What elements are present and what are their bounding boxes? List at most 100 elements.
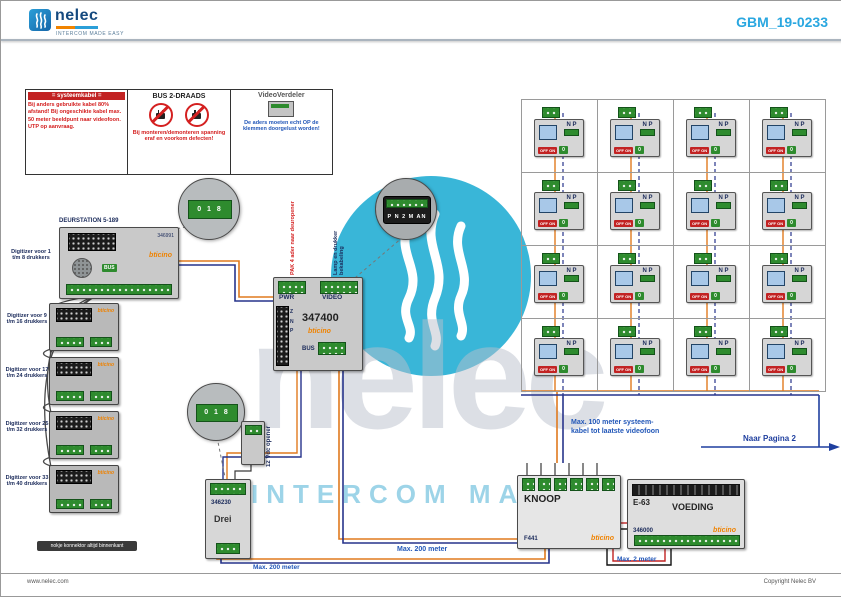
terminal-block [90,445,112,455]
callout-a-pins: 0 1 8 [188,200,232,219]
cell-terminal-block [770,253,788,264]
cell-terminal-block [542,180,560,191]
terminal-block [210,483,246,495]
callout-c-pins: 0 1 8 [196,404,238,422]
address-badge: 0 [635,219,644,227]
address-badge: 0 [559,146,568,154]
bus-chip: BUS [102,264,117,272]
videophone-unit: N P OFF ON 0 [610,338,660,376]
videophone-unit: N P OFF ON 0 [686,192,736,230]
np-label: N P [716,341,731,355]
footer-copyright: Copyright Nelec BV [763,579,816,585]
terminal-block [56,391,84,401]
cell-terminal-block [542,253,560,264]
np-label: N P [640,268,655,282]
video-screen [539,344,557,359]
warning-kabel-title: = systeemkabel = [28,92,126,100]
onoff-label: OFF ON [766,219,786,227]
note-max200-a: Max. 200 meter [397,546,448,553]
terminal-block [245,425,262,435]
pwr-terminals [278,281,306,294]
callout-b-pins: P N 2 M AN [387,214,427,220]
video-screen [691,125,709,140]
digitizer-module-2: bticino [49,357,119,405]
address-badge: 0 [787,219,796,227]
onoff-label: OFF ON [614,219,634,227]
np-label: N P [792,268,807,282]
bticino-logo: bticino [97,362,114,368]
connector-strip [56,362,92,376]
digitizer-module-4: bticino [49,465,119,513]
apartment-cell: N P OFF ON 0 [750,246,826,319]
cell-terminal-block [694,326,712,337]
opener-label: 12 Vdc opener [266,425,272,467]
onoff-label: OFF ON [766,292,786,300]
apartment-cell: N P OFF ON 0 [750,173,826,246]
vent-strip [632,484,740,496]
apartment-cell: N P OFF ON 0 [750,319,826,392]
apartment-cell: N P OFF ON 0 [674,100,750,173]
videoverdeler-icon [268,101,295,117]
logo-bars [56,26,98,29]
apartment-cell: N P OFF ON 0 [674,246,750,319]
video-screen [539,271,557,286]
address-badge: 0 [559,365,568,373]
digitizer-label-1: Digitizer voor 1 t/m 8 drukkers [11,249,51,262]
onoff-label: OFF ON [614,365,634,373]
voeding-title: VOEDING [672,502,714,512]
digitizer-label-3: Digitizer voor 17 t/m 24 drukkers [5,367,49,380]
note-max100-line1: Max. 100 meter systeem- [571,419,654,426]
apartment-cell: N P OFF ON 0 [522,246,598,319]
cell-terminal-block [618,253,636,264]
callout-terminal-b: P N 2 M AN [375,178,437,240]
np-label: N P [564,195,579,209]
cell-terminal-block [694,253,712,264]
terminal-strip [66,284,172,295]
onoff-label: OFF ON [766,146,786,154]
np-label: N P [564,268,579,282]
np-label: N P [716,195,731,209]
terminal-block [216,543,240,554]
bticino-logo: bticino [97,416,114,422]
deurstation-model: 346991 [157,233,174,239]
knoop-terminals [522,478,615,491]
np-label: N P [564,341,579,355]
cell-terminal-block [618,326,636,337]
central-347400: PWR VIDEO Z N P 347400 bticino BUS [273,277,363,371]
cell-terminal-block [694,107,712,118]
video-screen [539,198,557,213]
address-badge: 0 [559,292,568,300]
footer-url: www.nelec.com [27,579,69,585]
bus-terminals [318,342,346,355]
connector-strip [56,416,92,430]
videophone-unit: N P OFF ON 0 [610,265,660,303]
apartment-cell: N P OFF ON 0 [522,319,598,392]
address-badge: 0 [711,146,720,154]
voeding-name: E-63 [633,498,650,507]
warning-panel: = systeemkabel = Bij anders gebruikte ka… [25,89,333,175]
onoff-label: OFF ON [690,146,710,154]
bus-wire-blue [177,264,273,302]
terminal-strip [634,535,740,546]
cell-terminal-block [770,107,788,118]
onoff-label: OFF ON [614,292,634,300]
address-badge: 0 [787,146,796,154]
warning-verdeler-title: VideoVerdeler [258,92,305,99]
apartment-cell: N P OFF ON 0 [598,246,674,319]
warning-bus-title: BUS 2-DRAADS [152,93,206,100]
videophone-unit: N P OFF ON 0 [610,119,660,157]
warning-bus-text: Bij monteren/demonteren spanning eraf en… [132,130,226,142]
bus-wire-orange [177,260,273,298]
knoop-title: KNOOP [524,494,561,505]
nelec-logo-text: nelec [55,7,99,24]
terminal-block [56,499,84,509]
np-label: N P [792,122,807,136]
plug-icon [192,110,202,119]
np-label: N P [792,195,807,209]
cell-terminal-block [770,180,788,191]
address-badge: 0 [559,219,568,227]
cell-terminal-block [770,326,788,337]
warning-verdeler-text: De aders moeten echt OP de klemmen doorg… [242,120,320,132]
onoff-label: OFF ON [538,292,558,300]
